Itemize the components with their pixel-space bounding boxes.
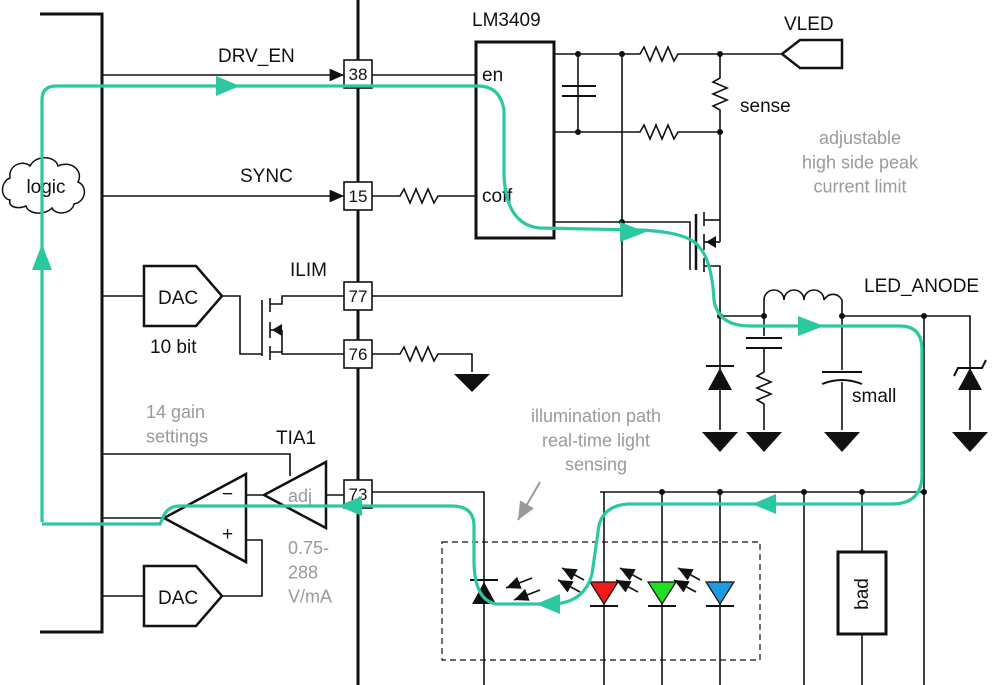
svg-text:73: 73 (349, 485, 368, 504)
vled-resistor (554, 44, 782, 64)
ilim-mosfet (222, 295, 344, 360)
ground-icon (454, 374, 490, 392)
logic-label: logic (26, 177, 65, 198)
lm3409-chip: LM3409 en coff (472, 10, 556, 240)
inductor (720, 289, 971, 372)
sense-resistor-2 (554, 122, 720, 142)
minus-sign: − (222, 484, 233, 505)
led-red (557, 492, 620, 685)
led-green (615, 492, 678, 685)
vled-label: VLED (784, 14, 834, 35)
led-blue (673, 492, 736, 685)
tvs-diode (952, 359, 988, 452)
small-label: small (852, 386, 896, 407)
small-cap: small (821, 316, 896, 452)
bad-box: bad (836, 550, 888, 636)
led-anode-label: LED_ANODE (864, 276, 979, 297)
ilim-wire (372, 222, 623, 297)
illumination-pointer (517, 481, 541, 521)
pin-38: 38 (343, 59, 373, 89)
chip-label: LM3409 (472, 10, 541, 31)
gain-amplifier: − + (161, 471, 248, 565)
plus-sign: + (222, 524, 233, 545)
sense-resistor (710, 54, 730, 222)
svg-text:DAC: DAC (158, 588, 198, 609)
ground-icon (746, 432, 782, 452)
tia-label: TIA1 (276, 428, 316, 449)
pin-15: 15 (343, 181, 373, 211)
dac-top: DAC 10 bit (142, 264, 224, 358)
dac-bits-label: 10 bit (150, 337, 197, 358)
svg-text:15: 15 (349, 187, 368, 206)
illumination-box (441, 541, 761, 661)
tia-amplifier: adj (261, 459, 328, 531)
signal-arrows (32, 76, 824, 614)
en-pin-label: en (482, 65, 503, 86)
fpga-boundary (40, 12, 104, 634)
adj-label: adj (288, 486, 312, 506)
photodiode-wire (372, 491, 485, 685)
bad-label: bad (852, 578, 873, 610)
ground-icon (952, 432, 988, 452)
pin-77: 77 (343, 281, 373, 311)
chip-cap (562, 85, 596, 97)
svg-text:77: 77 (349, 287, 368, 306)
svg-text:38: 38 (349, 65, 368, 84)
freewheel-diode (702, 316, 738, 452)
snubber (746, 316, 782, 452)
drv-en-label: DRV_EN (218, 46, 295, 67)
ilim-label: ILIM (290, 260, 327, 281)
vled-port: VLED (779, 14, 844, 70)
svg-text:DAC: DAC (158, 288, 198, 309)
ground-icon (824, 432, 860, 452)
ilim-sense-resistor (372, 344, 473, 372)
pin-76: 76 (343, 339, 373, 369)
svg-text:76: 76 (349, 345, 368, 364)
sync-resistor (372, 186, 476, 206)
dac-bottom: DAC (142, 564, 224, 628)
signal-loop-path (40, 84, 924, 606)
sense-label: sense (740, 96, 791, 117)
ground-icon (702, 432, 738, 452)
sync-label: SYNC (240, 166, 293, 187)
